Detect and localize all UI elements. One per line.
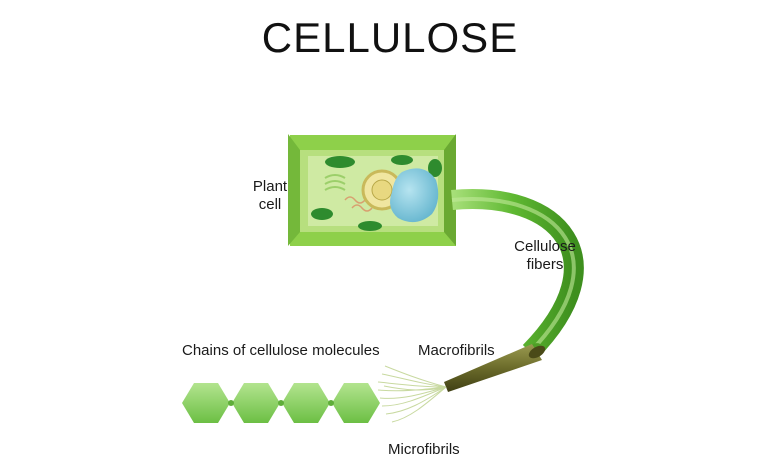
chloroplast bbox=[311, 208, 333, 220]
cellulose-fibers-label-line2: fibers bbox=[526, 256, 564, 273]
microfibrils bbox=[377, 365, 447, 423]
glucose-hexagon bbox=[332, 383, 380, 423]
macrofibrils-label: Macrofibrils bbox=[418, 342, 495, 359]
glucose-hexagon bbox=[232, 383, 280, 423]
cell-wall-right bbox=[444, 134, 456, 246]
page-title: CELLULOSE bbox=[261, 14, 519, 61]
glucose-hexagon bbox=[182, 383, 230, 423]
chloroplast bbox=[325, 156, 355, 168]
cellulose-fiber bbox=[451, 189, 584, 359]
cellulose-chain bbox=[182, 383, 380, 423]
plant-cell bbox=[288, 134, 456, 246]
chloroplast bbox=[358, 221, 382, 231]
cellulose-fibers-label: Cellulose fibers bbox=[500, 238, 590, 274]
chloroplast bbox=[391, 155, 413, 165]
plant-cell-label: Plant cell bbox=[240, 178, 300, 214]
plant-cell-label-line2: cell bbox=[258, 196, 282, 213]
microfibrils-label: Microfibrils bbox=[388, 441, 460, 458]
glucose-hexagon bbox=[282, 383, 330, 423]
vacuole bbox=[390, 168, 439, 223]
plant-cell-label-line1: Plant bbox=[252, 178, 288, 195]
macrofibril bbox=[444, 344, 546, 392]
cell-wall-left bbox=[288, 134, 300, 246]
cellulose-fibers-label-line1: Cellulose bbox=[514, 238, 576, 255]
chloroplast bbox=[428, 159, 442, 177]
chains-label: Chains of cellulose molecules bbox=[182, 342, 380, 359]
